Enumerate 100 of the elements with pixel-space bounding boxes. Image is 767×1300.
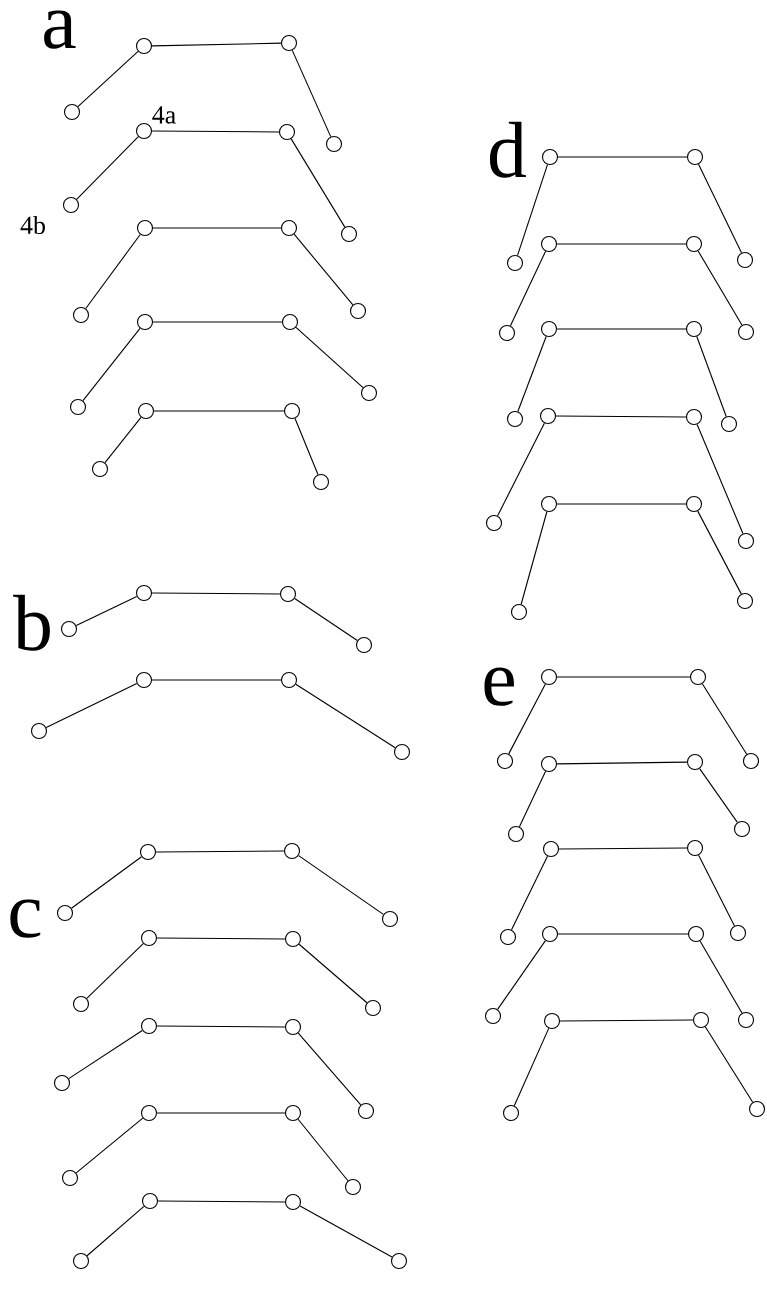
joint-circle [325,135,343,153]
joint-circle [685,235,703,253]
link-line [497,422,545,517]
joint-circle [502,1104,520,1122]
joint-circle [349,302,367,320]
joint-circle [284,1018,302,1036]
link-line [555,415,687,418]
joint-circle [736,592,754,610]
link-line [520,511,548,605]
link-line [151,679,282,681]
joint-circle [539,407,557,425]
joint-circle [357,1102,375,1120]
link-line [297,1032,362,1106]
joint-circle [284,930,302,948]
joint-circle [360,384,378,402]
joint-circle [540,495,558,513]
link-line [509,250,547,327]
joint-circle [507,825,525,843]
link-line [152,227,282,229]
joint-circle [135,671,153,689]
link-line [298,943,368,1004]
joint-circle [60,620,78,638]
joint-circle [140,929,158,947]
panel-letter: a [44,10,76,49]
joint-circle [736,251,754,269]
joint-circle [720,415,738,433]
link-line [153,410,285,412]
joint-circle [280,671,298,689]
link-line [151,42,282,47]
joint-circle [135,37,153,55]
joint-circle [685,408,703,426]
joint-circle [733,820,751,838]
link-line [294,417,319,476]
link-line [75,1117,144,1174]
joint-circle [689,668,707,686]
joint-circle [284,1193,302,1211]
link-line [151,130,280,133]
joint-circle [284,1104,302,1122]
link-line [556,243,687,245]
link-line [698,854,735,927]
link-line [151,592,281,595]
link-line [104,416,142,464]
link-line [508,683,546,755]
joint-circle [485,514,503,532]
link-line [77,50,139,108]
link-line [86,943,144,999]
link-line [86,1205,145,1257]
link-line [697,510,742,595]
joint-circle [685,495,703,513]
link-line [75,595,138,627]
link-line [293,233,354,306]
joint-circle [685,320,703,338]
node-label: 4b [20,215,45,235]
link-line [157,1200,286,1203]
joint-circle [312,473,330,491]
link-line [298,855,384,915]
joint-circle [737,323,755,341]
joint-circle [278,123,296,141]
panel-letter: b [13,594,50,651]
joint-circle [540,668,558,686]
link-line [76,136,139,200]
joint-circle [686,839,704,857]
joint-circle [543,1012,561,1030]
joint-circle [484,1007,502,1025]
joint-circle [280,219,298,237]
link-line [704,1026,754,1103]
joint-circle [63,103,81,121]
joint-circle [135,122,153,140]
joint-circle [381,910,399,928]
joint-circle [53,1074,71,1092]
joint-circle [139,843,157,861]
link-line [556,676,691,678]
joint-circle [510,603,528,621]
link-line [82,327,141,402]
joint-circle [737,1011,755,1029]
joint-circle [137,402,155,420]
link-line [699,940,743,1014]
joint-circle [686,148,704,166]
joint-circle [72,1252,90,1270]
joint-circle [72,306,90,324]
joint-circle [69,398,87,416]
link-line [696,336,727,417]
panel-letter: c [10,899,41,938]
link-line [70,856,143,909]
link-line [45,682,138,729]
link-line [696,423,744,535]
joint-circle [30,722,48,740]
joint-circle [540,755,558,773]
link-line [556,503,687,505]
joint-circle [141,1192,159,1210]
joint-circle [283,842,301,860]
joint-circle [140,1104,158,1122]
joint-circle [742,752,760,770]
joint-circle [541,148,559,166]
link-line [152,321,283,323]
joint-circle [61,1169,79,1187]
joint-circle [390,1252,408,1270]
link-line [295,326,364,389]
joint-circle [687,925,705,943]
link-line [291,49,332,138]
